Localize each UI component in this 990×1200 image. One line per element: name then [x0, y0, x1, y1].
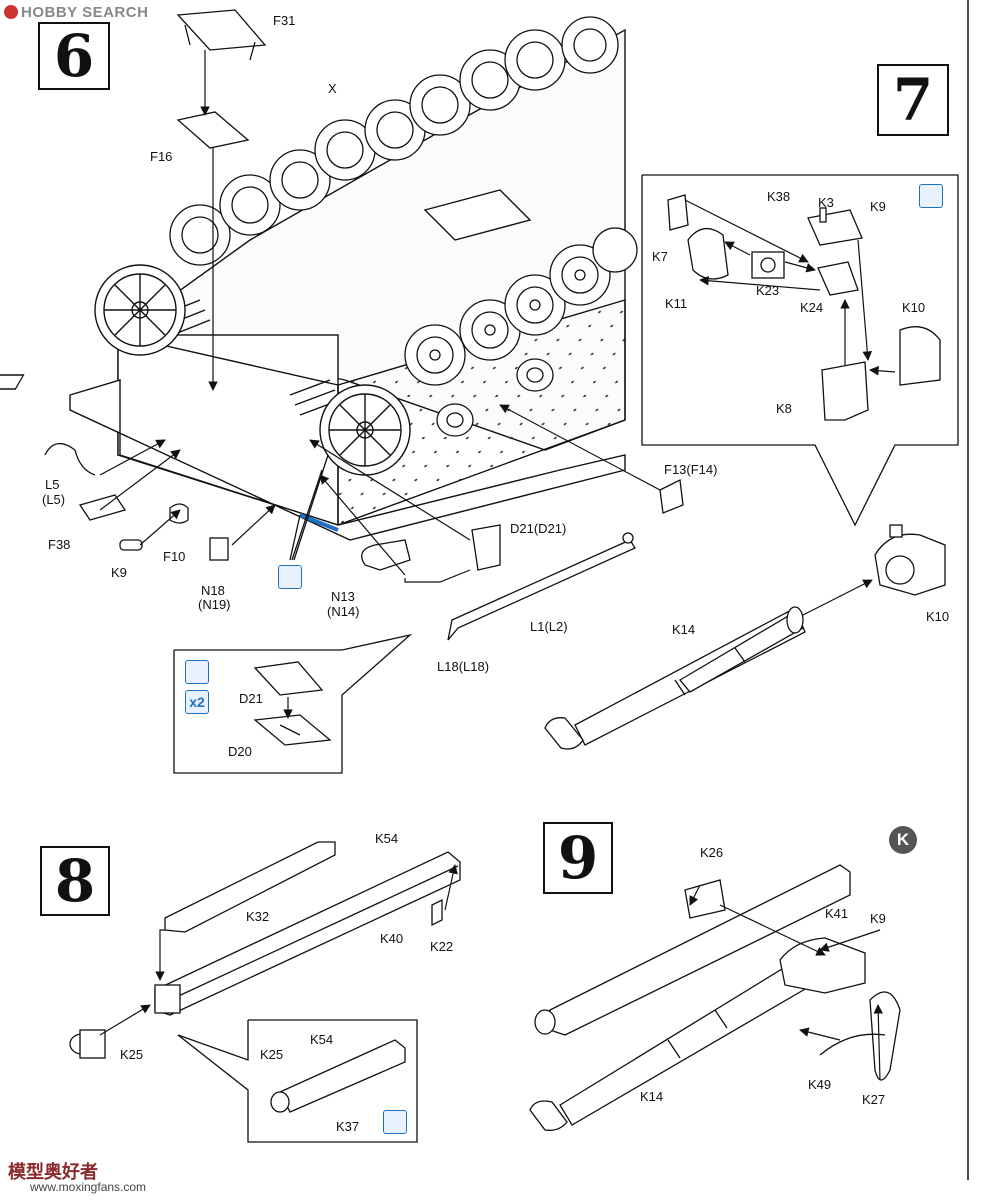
- label-k40: K40: [380, 931, 404, 946]
- hobby-search-watermark: HOBBY SEARCH: [4, 4, 148, 21]
- step-6-number: 6: [38, 22, 110, 90]
- label-l1-l2: L1(L2): [530, 619, 568, 634]
- label-k27: K27: [862, 1092, 886, 1107]
- label-k54-inset: K54: [310, 1032, 334, 1047]
- label-d21-d21: D21(D21): [510, 521, 567, 536]
- moxingfans-watermark: 模型奥好者: [8, 1162, 98, 1182]
- step6-roadwheels-upper: [169, 16, 619, 266]
- step7-inset-box: [641, 174, 959, 527]
- label-f38: F38: [48, 537, 71, 552]
- step6-roadwheels-lower: [404, 227, 638, 437]
- label-k41: K41: [825, 906, 849, 921]
- step8-parts: [69, 841, 461, 1059]
- label-k11: K11: [665, 296, 688, 311]
- label-l18: L18(L18): [437, 659, 490, 674]
- step6-small-parts: [44, 9, 684, 571]
- label-k8: K8: [776, 401, 792, 416]
- glue-icon: [185, 660, 209, 684]
- step6-arrows: [99, 50, 661, 576]
- label-f16: F16: [150, 149, 173, 164]
- step-9-number: 9: [543, 822, 613, 894]
- label-k32: K32: [246, 909, 270, 924]
- step6-tow-cable: [447, 532, 636, 641]
- label-k14: K14: [672, 622, 696, 637]
- moxingfans-url: www.moxingfans.com: [30, 1180, 147, 1194]
- step7-barrel: [544, 524, 946, 750]
- label-k7: K7: [652, 249, 668, 264]
- label-k38: K38: [767, 189, 791, 204]
- label-k9: K9: [111, 565, 127, 580]
- label-k23: K23: [756, 283, 780, 298]
- step9-parts: [529, 864, 901, 1131]
- label-k26: K26: [700, 845, 724, 860]
- label-k24: K24: [800, 300, 824, 315]
- parts-tree-k-badge: K: [889, 826, 917, 854]
- label-x: X: [328, 81, 337, 96]
- label-k49: K49: [808, 1077, 832, 1092]
- label-d20: D20: [228, 744, 252, 759]
- make-two-icon: x2: [185, 690, 209, 714]
- step-8-number: 8: [40, 846, 110, 916]
- label-n19: (N19): [198, 597, 231, 612]
- label-n13: N13: [331, 589, 355, 604]
- label-k25: K25: [120, 1047, 144, 1062]
- step8-inset-parts: [270, 1039, 406, 1113]
- label-f10: F10: [163, 549, 186, 564]
- label-n14: (N14): [327, 604, 360, 619]
- label-l5: L5: [45, 477, 60, 492]
- glue-icon: [919, 184, 943, 208]
- label-k22: K22: [430, 939, 454, 954]
- watermark-text: HOBBY SEARCH: [21, 4, 149, 21]
- label-k9-step9: K9: [870, 911, 886, 926]
- label-k10: K10: [902, 300, 926, 315]
- label-d21: D21: [239, 691, 263, 706]
- label-k14-step9: K14: [640, 1089, 664, 1104]
- label-n18: N18: [201, 583, 225, 598]
- step-7-number: 7: [877, 64, 949, 136]
- step6-sprockets: [94, 264, 411, 476]
- label-k3: K3: [818, 195, 834, 210]
- step8-arrows: [99, 864, 458, 1036]
- label-k9-step7: K9: [870, 199, 886, 214]
- label-k25-inset: K25: [260, 1047, 284, 1062]
- hobby-search-logo-icon: [4, 5, 18, 19]
- step7-arrows: [684, 199, 896, 376]
- label-l5-alt: (L5): [42, 492, 66, 507]
- step7-parts: [667, 194, 941, 421]
- photo-etch-icon: [278, 565, 302, 589]
- glue-icon: [383, 1110, 407, 1134]
- label-k10-mantlet: K10: [926, 609, 950, 624]
- label-k54: K54: [375, 831, 399, 846]
- step9-arrows: [689, 884, 884, 1081]
- label-f13-f14: F13(F14): [664, 462, 718, 477]
- step6-inset: [173, 633, 413, 774]
- label-k37: K37: [336, 1119, 360, 1134]
- label-f31: F31: [273, 13, 296, 28]
- step8-inset-box: [177, 1019, 418, 1143]
